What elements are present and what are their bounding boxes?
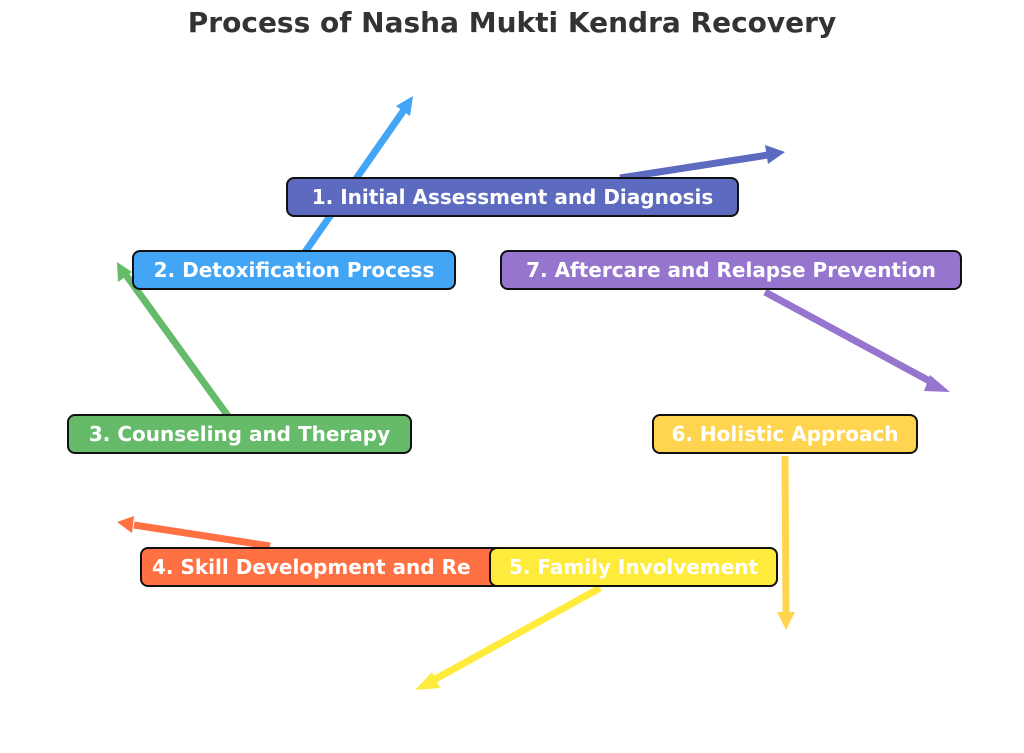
step-7-box: 7. Aftercare and Relapse Prevention: [500, 250, 962, 290]
step-3-box: 3. Counseling and Therapy: [67, 414, 412, 454]
step-2-box: 2. Detoxification Process: [132, 250, 456, 290]
arrow-step-1: [619, 145, 785, 182]
arrow-step-7: [763, 288, 950, 392]
step-1-box: 1. Initial Assessment and Diagnosis: [286, 177, 739, 217]
arrow-step-2: [302, 96, 413, 255]
step-5-box: 5. Family Involvement: [489, 547, 778, 587]
arrow-step-5: [415, 584, 602, 690]
step-6-box: 6. Holistic Approach: [652, 414, 918, 454]
arrow-step-4: [117, 516, 271, 550]
arrow-step-6: [777, 455, 795, 630]
diagram-title: Process of Nasha Mukti Kendra Recovery: [187, 6, 837, 39]
arrow-step-3: [117, 262, 231, 419]
